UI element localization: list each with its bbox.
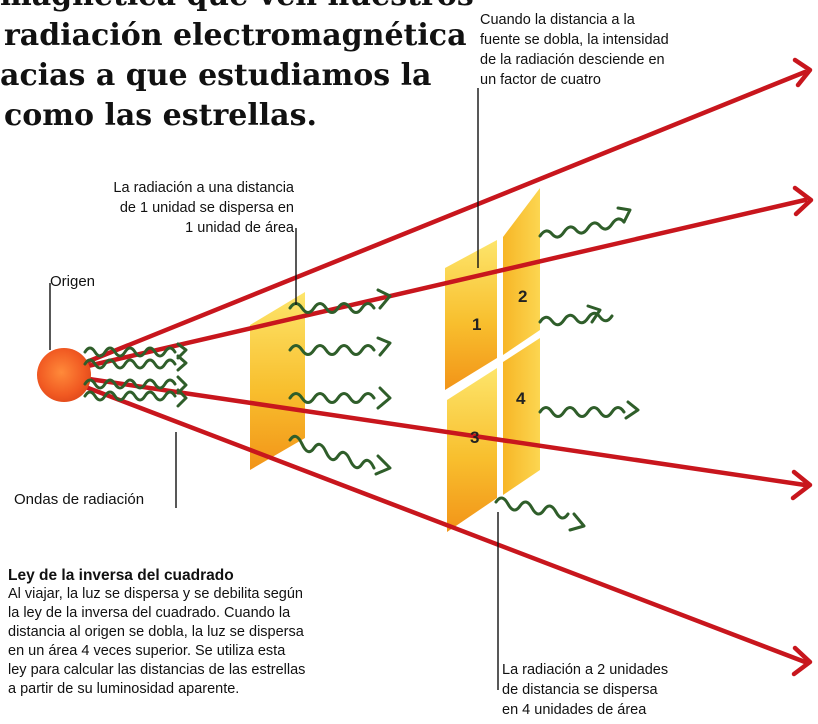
wave-mid-3 [288, 392, 376, 404]
label-line: fuente se dobla, la intensidad [480, 32, 669, 48]
law-text-line: a partir de su luminosidad aparente. [8, 681, 240, 697]
law-text-line: Al viajar, la luz se dispersa y se debil… [8, 586, 303, 602]
radiation-waves [83, 206, 640, 532]
arrowhead-icon [790, 469, 813, 501]
wave-mid-4 [288, 434, 376, 470]
headline-line: como las estrellas. [4, 98, 317, 133]
wave-near-2 [83, 358, 177, 370]
label-line: un factor de cuatro [480, 72, 601, 88]
arrowhead-icon [176, 375, 188, 395]
square-3 [447, 368, 497, 532]
arrowhead-icon [792, 185, 814, 217]
wave-mid-1 [288, 302, 376, 314]
arrowhead-icon [791, 645, 813, 677]
label-line: La radiación a una distancia [113, 180, 294, 196]
label-unit-one: La radiación a una distancia de 1 unidad… [66, 178, 294, 238]
square-number-1: 1 [472, 315, 481, 334]
law-text-line: en un área 4 veces superior. Se utiliza … [8, 643, 286, 659]
wave-far-2 [538, 311, 614, 327]
label-unit-two: La radiación a 2 unidades de distancia s… [502, 660, 668, 720]
radiation-rays [59, 69, 808, 665]
label-line: en 4 unidades de área [502, 702, 647, 718]
wave-far-4 [494, 496, 570, 520]
wave-mid-2 [288, 344, 376, 356]
law-text-line: distancia al origen se dobla, la luz se … [8, 624, 304, 640]
label-distance-doubling: Cuando la distancia a la fuente se dobla… [480, 10, 669, 90]
ray-4 [59, 375, 808, 665]
headline-line: acias a que estudiamos la [0, 58, 432, 93]
arrowhead-icon [376, 336, 392, 357]
ray-arrowheads [790, 57, 814, 677]
square-4 [503, 338, 540, 495]
inverse-square-law-box: Ley de la inversa del cuadrado Al viajar… [8, 566, 403, 699]
page-headline: magnética que ven nuestros radiación ele… [0, 0, 474, 136]
ray-1 [59, 69, 808, 375]
law-text-line: ley para calcular las distancias de las … [8, 662, 306, 678]
label-line: Cuando la distancia a la [480, 12, 635, 28]
origin-sun [37, 348, 91, 402]
arrowhead-icon [376, 386, 392, 410]
label-line: de 1 unidad se dispersa en [119, 200, 294, 216]
wave-near-1 [83, 346, 177, 358]
arrowhead-icon [176, 342, 188, 360]
label-waves: Ondas de radiación [14, 491, 145, 508]
wave-near-4 [83, 390, 177, 402]
unit-area-panel-4 [445, 188, 540, 532]
arrowhead-icon [374, 454, 392, 476]
arrowhead-icon [624, 400, 640, 420]
headline-line: magnética que ven nuestros [0, 0, 474, 16]
arrowhead-icon [792, 57, 813, 88]
wave-far-1 [538, 217, 626, 239]
headline-line: radiación electromagnética [4, 18, 467, 53]
wave-near-3 [83, 378, 177, 390]
wave-far-3 [538, 406, 626, 418]
label-line: 1 unidad de área [185, 220, 294, 236]
label-line: de distancia se dispersa [502, 682, 658, 698]
law-text-line: la ley de la inversa del cuadrado. Cuand… [8, 605, 291, 621]
square-number-3: 3 [470, 428, 479, 447]
label-line: de la radiación desciende en [480, 52, 665, 68]
square-2 [503, 188, 540, 355]
arrowhead-icon [176, 354, 188, 372]
ray-2 [59, 197, 808, 375]
arrowhead-icon [376, 288, 392, 310]
unit-area-panel-1 [250, 292, 305, 470]
law-title: Ley de la inversa del cuadrado [8, 567, 234, 584]
label-origin: Origen [50, 273, 96, 290]
square-number-2: 2 [518, 287, 527, 306]
label-line: La radiación a 2 unidades [502, 662, 669, 678]
arrowhead-icon [568, 512, 586, 532]
ray-3 [59, 372, 808, 488]
arrowhead-icon [176, 388, 188, 408]
leader-lines [49, 88, 499, 690]
square-number-4: 4 [516, 389, 526, 408]
arrowhead-icon [616, 206, 632, 224]
square-1 [445, 240, 497, 390]
arrowhead-icon [586, 304, 602, 324]
